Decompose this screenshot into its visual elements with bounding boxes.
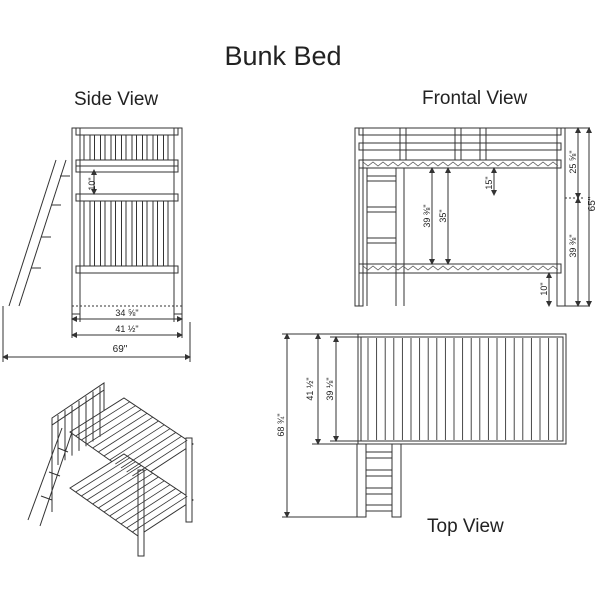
top-view-title: Top View (427, 516, 504, 537)
iso-upper-slat (132, 439, 188, 477)
frontal-view-title: Frontal View (422, 88, 528, 109)
iso-upper-slat (81, 405, 136, 441)
side-bottom-slat (115, 200, 122, 267)
frontal-view-drawing (354, 127, 592, 307)
top-overall-depth-label: 68 ¾" (276, 413, 286, 436)
iso-lower-slat (115, 484, 171, 521)
side-outer-width-label: 41 ½" (115, 324, 138, 334)
iso-lower-slat (132, 495, 188, 533)
side-top-slat (157, 134, 164, 161)
iso-upper-slat (92, 412, 148, 449)
top-view-drawing (282, 333, 567, 518)
front-lower-support-line (362, 265, 559, 271)
side-ladder (8, 159, 70, 307)
iso-lower-slat (86, 465, 142, 501)
front-upper-support-pattern (362, 161, 559, 167)
iso-upper-slat (98, 416, 153, 453)
iso-upper-slat (120, 432, 176, 469)
iso-lower-slat (98, 472, 153, 509)
side-bottom-slat (125, 200, 133, 267)
side-top-slat (146, 134, 154, 161)
iso-lower-slat (120, 488, 176, 525)
iso-upper-slat (109, 424, 165, 461)
top-outer-width-label: 41 ½" (305, 377, 315, 400)
side-bottom-slat (83, 200, 91, 267)
side-top-slat (167, 134, 175, 161)
side-top-slats (83, 134, 175, 161)
side-rail-gap-label: 10" (87, 177, 97, 190)
side-bottom-slat (136, 200, 143, 267)
side-overall-length-label: 69" (113, 344, 128, 355)
side-top-slat (94, 134, 101, 161)
iso-lower-slat (75, 457, 130, 493)
side-view-title: Side View (74, 89, 159, 110)
side-bottom-slat (104, 200, 112, 267)
iso-lower-slat (109, 480, 165, 517)
iso-upper-slat (86, 409, 142, 445)
page-title: Bunk Bed (224, 41, 342, 71)
front-lower-support-pattern (362, 265, 559, 271)
iso-upper-slat (103, 420, 159, 457)
side-bottom-slat (146, 200, 154, 267)
side-bottom-slat (157, 200, 164, 267)
front-ladder (358, 168, 405, 306)
side-top-slat (104, 134, 112, 161)
top-view-slats (367, 338, 558, 440)
front-upper-gap-label: 15" (484, 176, 494, 189)
side-bottom-slats (83, 200, 175, 267)
top-inner-width-label: 39 ⅛" (325, 377, 335, 400)
front-inner-height-label: 39 ⅜" (422, 204, 432, 227)
side-bottom-slat (167, 200, 175, 267)
iso-upper-slat (126, 435, 182, 473)
iso-upper-slat (115, 428, 171, 465)
isometric-view-drawing (27, 382, 194, 557)
iso-lower-slat (92, 468, 148, 505)
side-top-slat (115, 134, 122, 161)
side-top-slat (125, 134, 133, 161)
side-top-slat (136, 134, 143, 161)
front-floor-clearance-label: 10" (539, 282, 549, 295)
front-upper-support-line (362, 161, 559, 167)
front-lower-section-label: 39 ⅜" (568, 234, 578, 257)
side-view-drawing (2, 127, 191, 362)
isometric-slats (57, 386, 188, 533)
side-top-slat (83, 134, 91, 161)
iso-lower-slat (81, 461, 136, 497)
iso-lower-slat (126, 491, 182, 529)
front-bunk-spacing-label: 35" (438, 209, 448, 222)
iso-upper-slat (75, 401, 130, 437)
iso-lower-slat (103, 476, 159, 513)
side-inner-width-label: 34 ⅝" (115, 308, 138, 318)
front-total-height-label: 65" (587, 196, 598, 211)
side-bottom-slat (94, 200, 101, 267)
front-top-section-label: 25 ⅝" (568, 150, 578, 173)
